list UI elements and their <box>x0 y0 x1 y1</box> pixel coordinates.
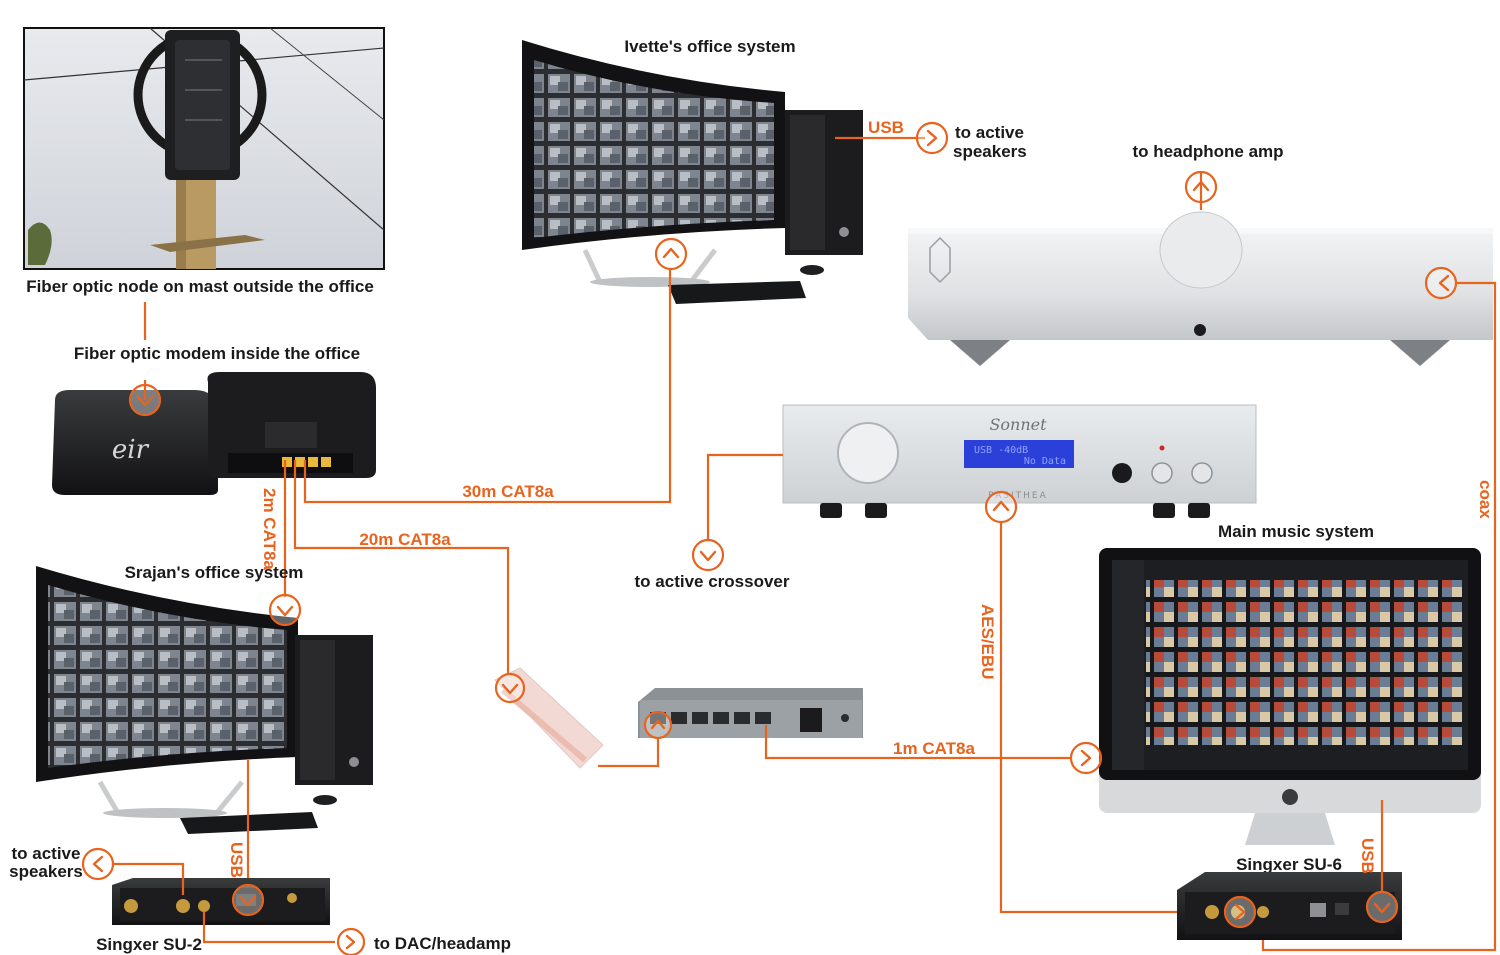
imac-lan-arrow-icon <box>1080 749 1092 767</box>
converter-switch-line <box>598 731 660 768</box>
su2-speakers-line <box>112 862 185 895</box>
ivette-usb-ring <box>915 121 949 155</box>
su2-speakers-ring <box>81 847 115 881</box>
network-switch <box>638 688 863 738</box>
fiber-modem-label: Fiber optic modem inside the office <box>74 344 360 363</box>
ivette-input-ring <box>654 237 688 271</box>
su2-dac-arrow-icon <box>345 934 356 950</box>
sonnet-brand-logo: Sonnet <box>989 415 1047 434</box>
cat8a-1m-label: 1m CAT8a <box>893 739 975 758</box>
pasithea-model-text: PASITHEA <box>988 491 1047 501</box>
ivette-speakers-label-1: to active <box>955 123 1024 142</box>
modem-brand-logo: eir <box>112 435 150 465</box>
aes-ebu-label: AES/EBU <box>978 604 997 680</box>
su2-dac-label: to DAC/headamp <box>374 934 511 953</box>
crossover-arrow-icon <box>699 550 717 562</box>
su6-aes-arrow-icon <box>1234 903 1246 921</box>
cat8a-20m-line <box>293 460 510 680</box>
cat8a-1m-line <box>764 725 1071 760</box>
switch-input-ring <box>643 710 673 740</box>
fiber-node-label: Fiber optic node on mast outside the off… <box>26 277 374 296</box>
crossover-label: to active crossover <box>635 572 790 591</box>
su2-speakers-label-1: to active <box>12 844 81 863</box>
converter-input-arrow-icon <box>501 683 519 695</box>
fiber-node-photo <box>23 27 385 270</box>
singxer-su6 <box>1177 872 1402 940</box>
ivette-system-label: Ivette's office system <box>624 37 795 56</box>
su2-speakers-label-2: speakers <box>9 862 83 881</box>
su6-usb-ring <box>1365 890 1399 924</box>
imac-lan-ring <box>1069 741 1103 775</box>
su2-usb-arrow-icon <box>239 895 257 907</box>
srajan-input-arrow-icon <box>276 605 294 617</box>
modem-input-arrow-icon <box>136 395 154 407</box>
su6-usb-label: USB <box>1358 838 1377 874</box>
su6-usb-arrow-icon <box>1373 902 1391 914</box>
srajan-input-ring <box>268 593 302 627</box>
singxer-su2 <box>112 878 330 925</box>
su6-aes-ring <box>1223 895 1257 929</box>
ivette-usb-arrow-icon <box>926 129 938 147</box>
srajan-usb-label: USB <box>227 842 246 878</box>
coax-label: coax <box>1476 480 1495 519</box>
su2-usb-ring <box>231 883 265 917</box>
main-music-label: Main music system <box>1218 522 1374 541</box>
display-line-1: USB -40dB <box>974 445 1028 456</box>
su2-speakers-arrow-icon <box>92 855 104 873</box>
silver-dac-unit <box>908 211 1493 366</box>
cat8a-30m-label: 30m CAT8a <box>462 482 554 501</box>
crossover-ring <box>691 538 725 572</box>
ivette-computer <box>522 40 863 304</box>
ivette-speakers-label-2: speakers <box>953 142 1027 161</box>
headphone-amp-label: to headphone amp <box>1132 142 1283 161</box>
singxer-su6-label: Singxer SU-6 <box>1236 855 1342 874</box>
crossover-line <box>706 453 783 540</box>
ivette-usb-label: USB <box>868 118 904 137</box>
fiber-modem: eir <box>52 372 376 495</box>
su2-dac-ring <box>336 927 366 955</box>
cat8a-2m-label: 2m CAT8a <box>260 488 279 570</box>
su2-dac-line <box>202 912 335 944</box>
ivette-input-arrow-icon <box>662 247 680 259</box>
dac-coax-arrow-icon <box>1438 274 1450 292</box>
display-line-2: No Data <box>1024 456 1066 467</box>
sonnet-preamp: USB -40dB No Data Sonnet PASITHEA <box>782 404 1257 518</box>
converter-input-ring <box>494 672 526 704</box>
aes-ebu-arrow-icon <box>992 500 1010 512</box>
cat8a-30m-line <box>303 269 672 504</box>
srajan-system-label: Srajan's office system <box>125 563 304 582</box>
switch-input-arrow-icon <box>650 719 666 730</box>
cat8a-20m-label: 20m CAT8a <box>359 530 451 549</box>
singxer-su2-label: Singxer SU-2 <box>96 935 202 954</box>
imac-main <box>1099 548 1481 845</box>
aes-ebu-line <box>999 522 1185 914</box>
srajan-computer <box>36 566 373 834</box>
aes-ebu-ring <box>984 490 1018 524</box>
